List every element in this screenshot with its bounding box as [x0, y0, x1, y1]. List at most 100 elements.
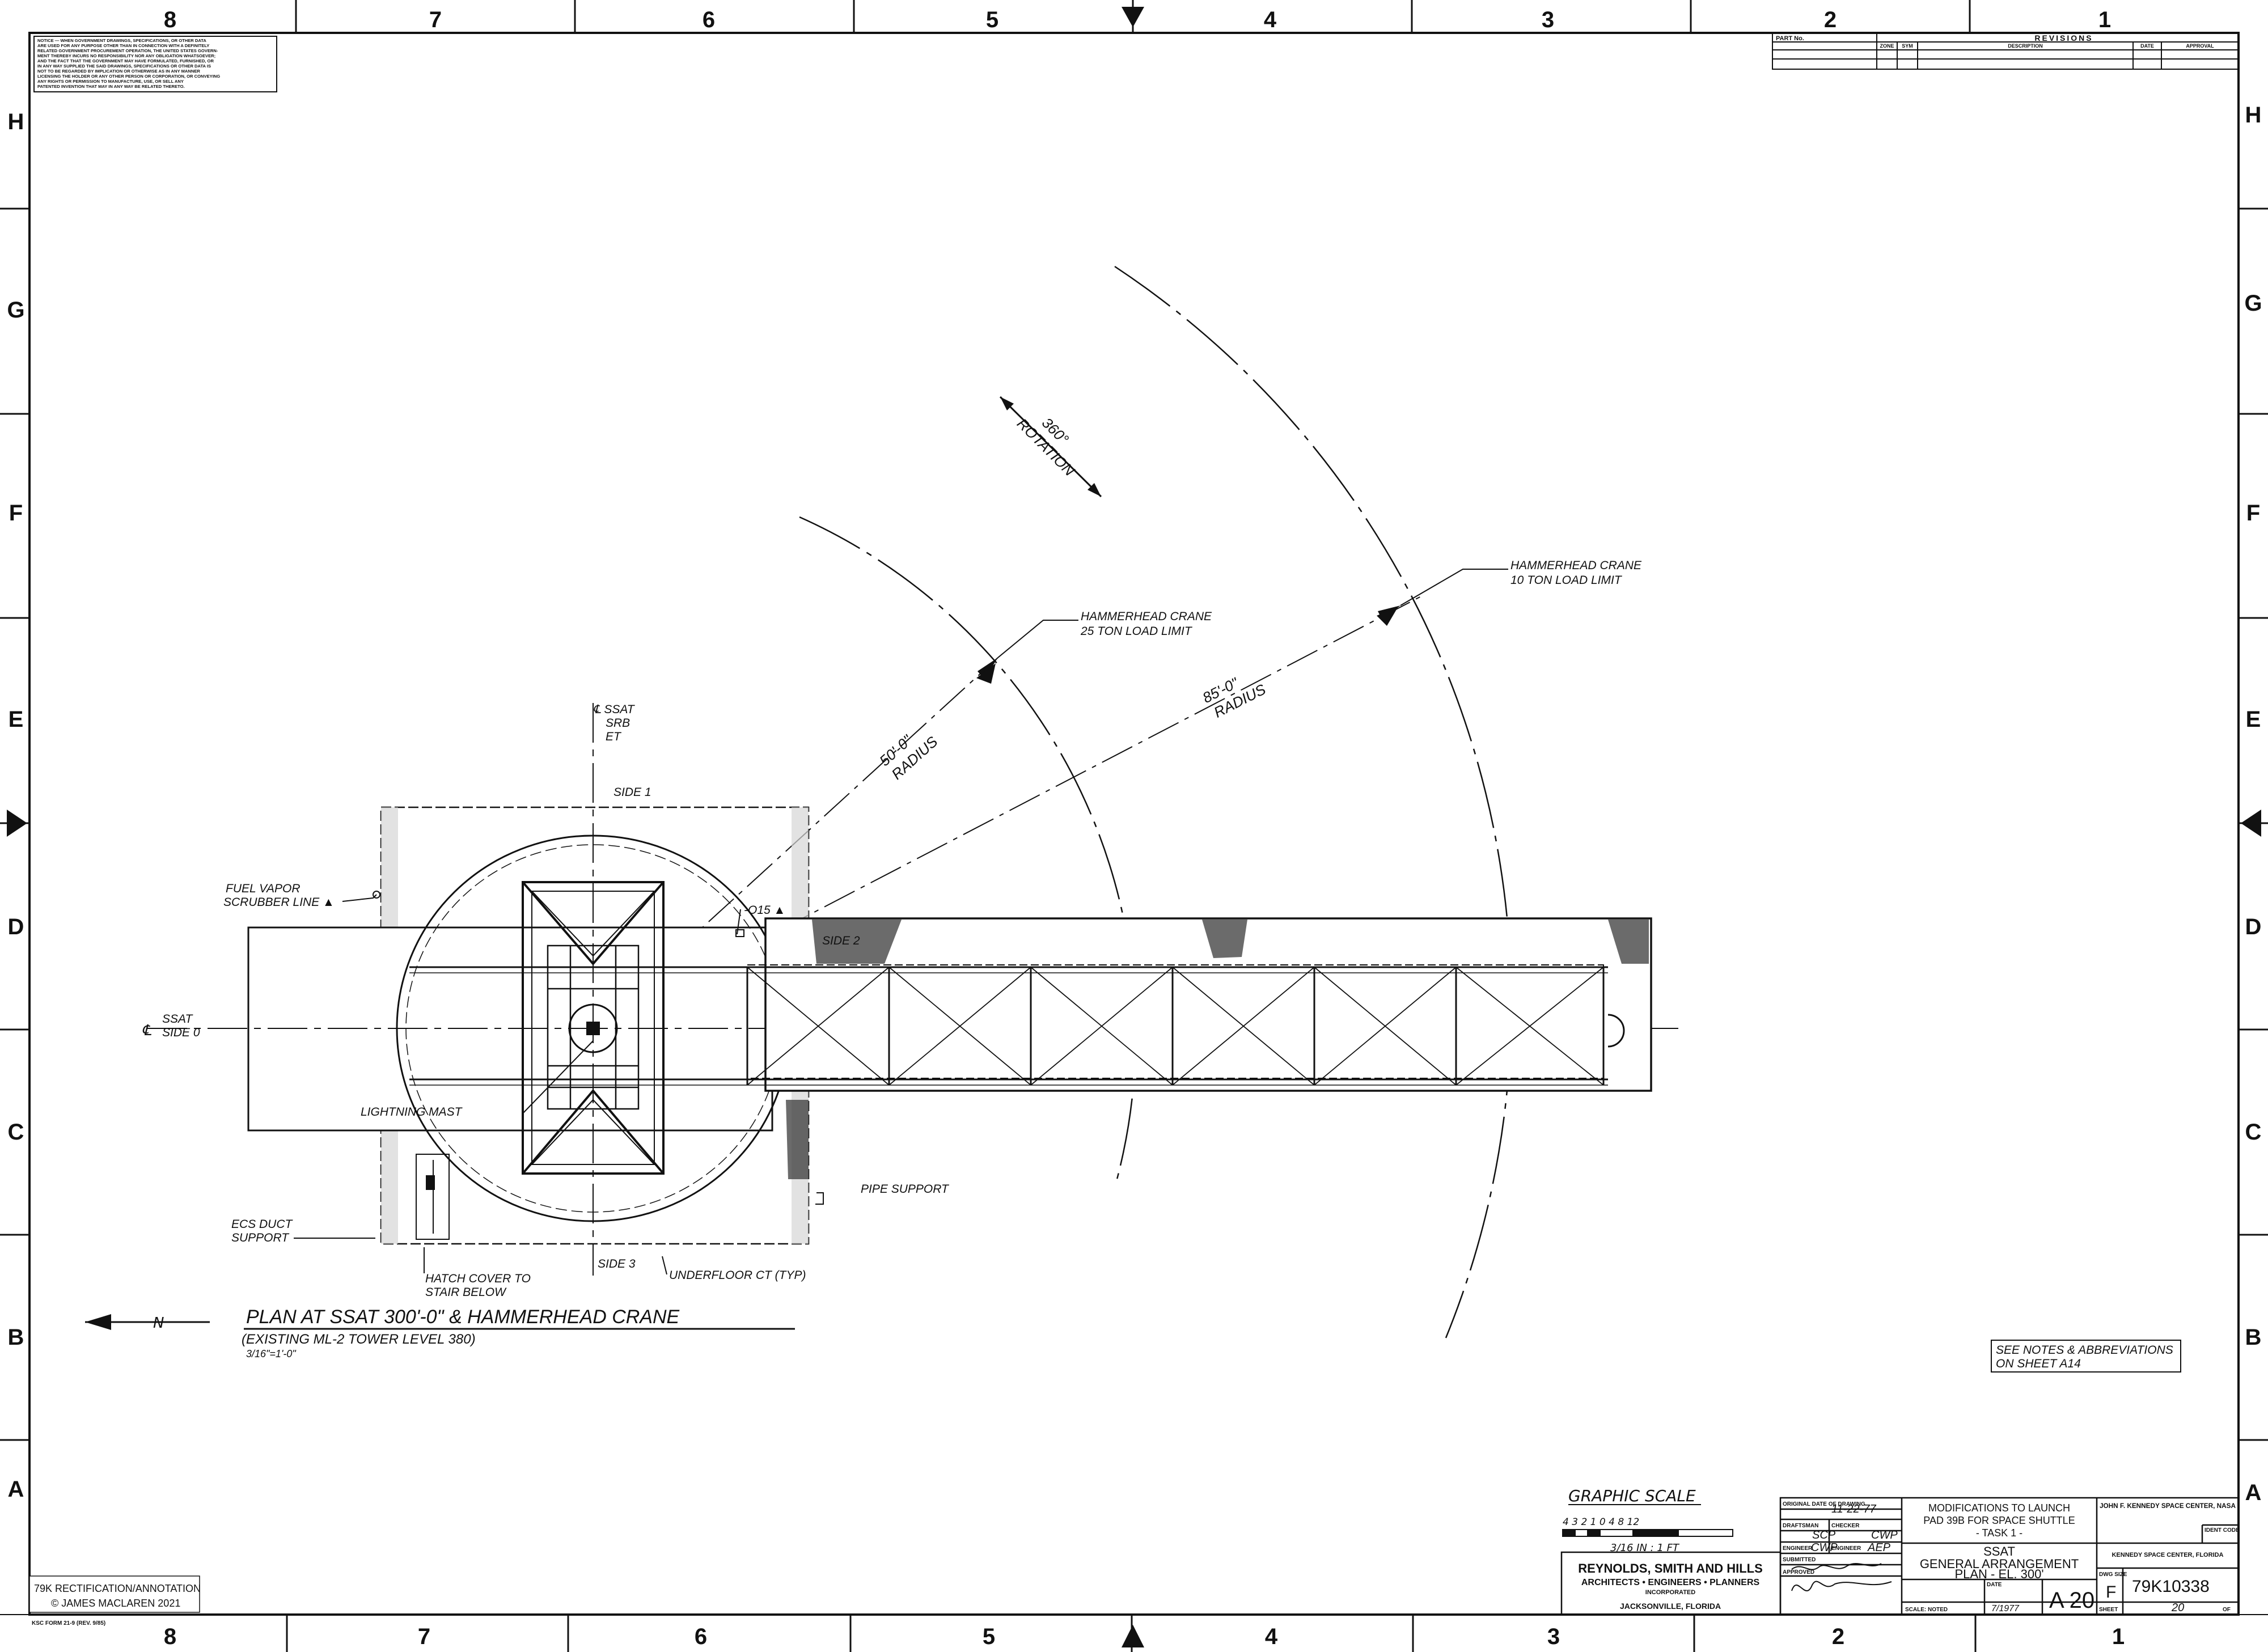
col-label-bottom-6: 6	[695, 1624, 707, 1649]
plan-title-sub: (EXISTING ML-2 TOWER LEVEL 380)	[242, 1332, 476, 1347]
label-side-0: SIDE 0	[162, 1026, 200, 1039]
project-line2: PAD 39B FOR SPACE SHUTTLE	[1923, 1515, 2075, 1526]
label-stair-below: STAIR BELOW	[425, 1286, 507, 1299]
signature-marks	[1791, 1563, 1892, 1591]
plan-labels: ℄ SSAT SRB ET SIDE 1 SIDE 2 SIDE 3 FUEL …	[142, 703, 950, 1299]
col-label-top-1: 1	[2098, 7, 2111, 32]
crane-swing-arcs	[799, 265, 1512, 1338]
firm-name: REYNOLDS, SMITH AND HILLS	[1578, 1561, 1763, 1575]
crane-base-frame	[522, 881, 665, 1175]
date-value: 7/1977	[1991, 1604, 2020, 1613]
of-label: OF	[2223, 1607, 2231, 1613]
label-srb: SRB	[606, 717, 630, 730]
agency-location: KENNEDY SPACE CENTER, FLORIDA	[2112, 1552, 2223, 1558]
label-side-1: SIDE 1	[613, 786, 651, 799]
graphic-scale-title: GRAPHIC SCALE	[1568, 1486, 1696, 1505]
arc-85ft-radius	[1114, 265, 1512, 1338]
crane-callouts: HAMMERHEAD CRANE 25 TON LOAD LIMIT HAMME…	[997, 559, 1642, 658]
col-label-top-8: 8	[164, 7, 176, 32]
sheet-title-1: SSAT	[1983, 1544, 2015, 1558]
label-scrubber-line: SCRUBBER LINE ▲	[223, 896, 335, 909]
sheet-title-2: GENERAL ARRANGEMENT	[1920, 1557, 2079, 1571]
row-label-left-A: A	[8, 1477, 24, 1502]
plan-title: PLAN AT SSAT 300'-0" & HAMMERHEAD CRANE …	[242, 1306, 795, 1359]
agency-name: JOHN F. KENNEDY SPACE CENTER, NASA	[2100, 1502, 2236, 1510]
notice-line: IN ANY WAY SUPPLIED THE SAID DRAWINGS, S…	[37, 63, 211, 69]
label-ecs-support: SUPPORT	[231, 1231, 290, 1244]
credit-line1: 79K RECTIFICATION/ANNOTATION	[34, 1583, 201, 1594]
hatch-cover	[416, 1154, 450, 1240]
radius-labels: 50'-0" RADIUS 85'-0" RADIUS	[876, 673, 1269, 782]
col-label-bottom-1: 1	[2112, 1624, 2125, 1649]
row-label-left-G: G	[7, 298, 24, 323]
rev-col-sym: SYM	[1902, 43, 1913, 49]
part-no-label: PART No.	[1776, 35, 1804, 42]
draftsman-initials: SCP	[1812, 1529, 1836, 1541]
label-side-3: SIDE 3	[598, 1257, 636, 1270]
approved-label: APPROVED	[1783, 1569, 1814, 1575]
engineer-label: ENGINEER	[1783, 1545, 1813, 1552]
dwg-size: F	[2106, 1583, 2116, 1602]
label-underfloor: UNDERFLOOR CT (TYP)	[669, 1269, 806, 1282]
row-label-right-D: D	[2245, 914, 2262, 939]
row-label-right-F: F	[2246, 501, 2260, 526]
firm-incorporated: INCORPORATED	[1645, 1589, 1695, 1596]
credit-line2: © JAMES MACLAREN 2021	[51, 1598, 180, 1609]
north-label: N	[153, 1315, 164, 1332]
original-date-label: ORIGINAL DATE OF DRAWING	[1783, 1501, 1865, 1507]
notice-line: NOTICE — WHEN GOVERNMENT DRAWINGS, SPECI…	[37, 38, 206, 43]
original-date: 11-22-77	[1831, 1503, 1876, 1515]
notice-line: MENT THEREBY INCURS NO RESPONSIBILITY NO…	[37, 53, 215, 58]
col-label-bottom-3: 3	[1547, 1624, 1560, 1649]
revisions-block: PART No. REVISIONS ZONE SYM DESCRIPTION …	[1772, 32, 2239, 70]
lightning-mast	[568, 1003, 618, 1053]
notice-line: ANY RIGHTS OR PERMISSION TO MANUFACTURE,…	[37, 79, 184, 84]
drawing-number: 79K10338	[2132, 1577, 2210, 1596]
date-label: DATE	[1987, 1582, 2002, 1588]
rev-col-zone: ZONE	[1880, 43, 1894, 49]
graphic-scale-ticks: 4 3 2 1 0 4 8 12	[1563, 1517, 1639, 1528]
notice-line: PATENTED INVENTION THAT MAY IN ANY WAY B…	[37, 84, 185, 89]
plan-title-scale: 3/16"=1'-0"	[246, 1348, 297, 1359]
crane-10-limit: 10 TON LOAD LIMIT	[1510, 574, 1623, 587]
centering-arrows	[7, 7, 2261, 1647]
col-label-top-7: 7	[429, 7, 442, 32]
plan-title-main: PLAN AT SSAT 300'-0" & HAMMERHEAD CRANE	[246, 1306, 680, 1328]
engineer-initials: CWP	[1811, 1541, 1838, 1554]
notice-line: AND THE FACT THAT THE GOVERNMENT MAY HAV…	[37, 58, 214, 63]
label-ssat-cl: ℄ SSAT	[593, 703, 636, 716]
project-line1: MODIFICATIONS TO LAUNCH	[1928, 1502, 2070, 1514]
col-label-top-6: 6	[703, 7, 715, 32]
label-cl-side0: ℄	[142, 1022, 152, 1039]
col-label-bottom-5: 5	[983, 1624, 995, 1649]
checker-label: CHECKER	[1831, 1523, 1860, 1529]
checker-initials: CWP	[1871, 1529, 1898, 1541]
label-leaders	[294, 891, 824, 1275]
row-label-right-C: C	[2245, 1120, 2262, 1145]
rev-col-description: DESCRIPTION	[2008, 43, 2043, 49]
row-label-left-H: H	[8, 109, 24, 134]
engineer2-label: ENGINEER	[1831, 1545, 1861, 1552]
ident-label: IDENT CODE	[2204, 1527, 2240, 1534]
notice-line: NOT TO BE REGARDED BY IMPLICATION OR OTH…	[37, 69, 200, 74]
label-ssat: SSAT	[162, 1013, 193, 1026]
label-ecs-duct: ECS DUCT	[231, 1218, 294, 1231]
row-label-right-G: G	[2244, 291, 2262, 316]
crane-25-limit: 25 TON LOAD LIMIT	[1080, 625, 1193, 638]
title-block: REYNOLDS, SMITH AND HILLS ARCHITECTS • E…	[1560, 1497, 2240, 1616]
scale-label: SCALE: NOTED	[1905, 1607, 1948, 1613]
firm-disciplines: ARCHITECTS • ENGINEERS • PLANNERS	[1581, 1578, 1760, 1587]
row-label-left-E: E	[9, 707, 24, 732]
col-label-bottom-8: 8	[164, 1624, 176, 1649]
engineer2-initials: AEP	[1867, 1541, 1891, 1554]
col-label-bottom-7: 7	[418, 1624, 430, 1649]
north-arrow: N	[85, 1314, 210, 1332]
row-label-left-D: D	[8, 914, 24, 939]
label-side-2: SIDE 2	[822, 934, 860, 947]
notes-reference: SEE NOTES & ABBREVIATIONS ON SHEET A14	[1991, 1340, 2181, 1373]
notice-line: LICENSING THE HOLDER OR ANY OTHER PERSON…	[37, 74, 220, 79]
col-label-top-4: 4	[1264, 7, 1277, 32]
label-pipe-support: PIPE SUPPORT	[861, 1183, 950, 1196]
firm-city: JACKSONVILLE, FLORIDA	[1620, 1602, 1721, 1611]
